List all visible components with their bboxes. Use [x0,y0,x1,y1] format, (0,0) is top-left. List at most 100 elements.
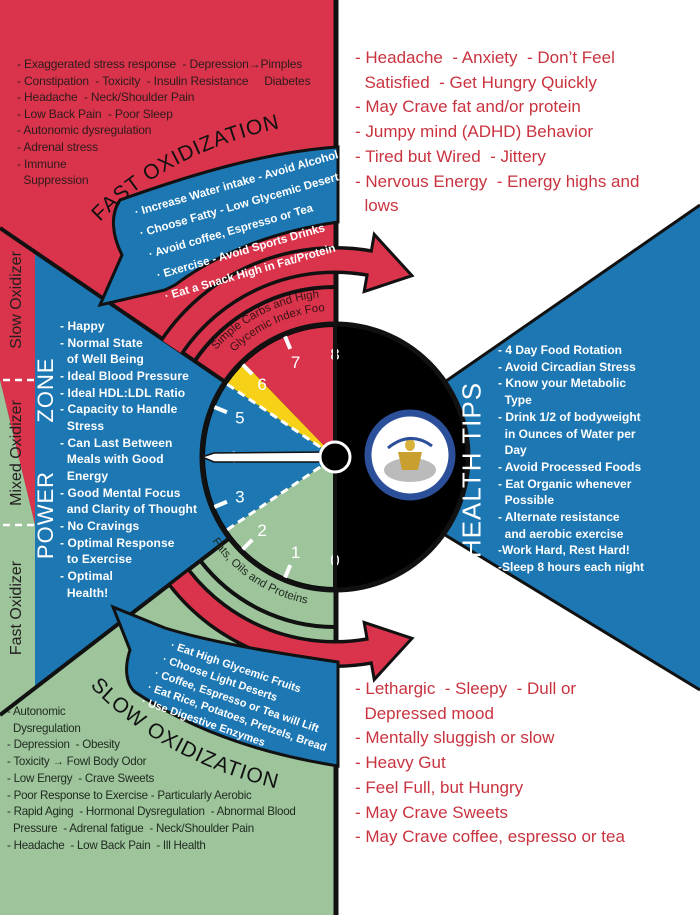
symptom-line: - Toxicity → Fowl Body Odor [7,755,147,769]
effect-line: Satisfied - Get Hungry Quickly [355,72,597,92]
health-tip-line: Type [498,393,532,408]
fast-arrow [162,249,374,353]
power-zone-line: Meals with Good [60,452,164,467]
dial-sector-fast [244,327,335,457]
dial-tick [240,362,254,376]
health-tip-line: -Work Hard, Rest Hard! [498,543,630,558]
fast-oxidizer-label: Fast Oxidizer [8,560,25,656]
symptom-line: - Autonomic dysregulation [17,123,152,138]
oxidizer-strip [0,228,35,715]
symptom-line: - Rapid Aging - Hormonal Dysregulation -… [7,805,296,819]
slow-oxidizer-label: Slow Oxidizer [8,251,25,349]
symptom-line: Suppression [17,173,89,188]
health-tips-list: - 4 Day Food Rotation - Avoid Circadian S… [498,342,644,576]
health-tip-line: - Avoid Processed Foods [498,459,642,474]
dial-hub [318,440,352,474]
dial-tick-label: 1 [291,543,300,562]
fast-oxidization-symptoms: - Exaggerated stress response - Depressi… [17,56,311,189]
symptom-line: Pressure - Adrenal fatigue - Neck/Should… [7,821,254,835]
slow-tips-bubble [110,604,340,768]
label-band-arc-top [192,285,336,364]
effect-line: - May Crave Sweets [355,802,509,822]
effect-line: - Mentally sluggish or slow [355,728,555,748]
dial-tick-label: 5 [235,409,244,428]
dial-needle [199,451,336,463]
arc-bands [160,231,415,683]
effect-line: - May Crave coffee, espresso or tea [355,827,625,847]
symptom-line: - Immune [17,156,67,171]
effect-line: lows [355,196,399,216]
symptom-line: - Low Back Pain - Poor Sleep [17,106,173,121]
dial-tick [213,499,228,509]
slow-arrow [171,571,374,665]
effect-line: - Jumpy mind (ADHD) Behavior [355,122,594,142]
dial-zone-divider [226,465,321,531]
health-tip-line: - Know your Metabolic [498,376,627,391]
mixed-oxidizer-label: Mixed Oxidizer [8,400,25,506]
dial-tick-label: 7 [291,353,300,372]
power-zone-line: Health! [60,585,109,600]
power-zone-line: - Can Last Between [60,435,173,450]
health-tip-line: - Eat Organic whenever [498,476,632,491]
health-tip-line: - Avoid Circadian Stress [498,359,636,374]
health-tip-line: Day [498,443,527,458]
dial-tick-label: 2 [257,521,266,540]
effect-line: - Lethargic - Sleepy - Dull or [355,679,577,698]
effect-line: - Headache - Anxiety - Don’t Feel [355,48,615,67]
power-zone-line: - Happy [60,319,105,333]
health-tip-line: - Alternate resistance [498,510,620,525]
effect-line: Depressed mood [355,703,494,723]
symptom-line: - Depression - Obesity [7,738,120,752]
power-zone-line: - Normal State [60,335,143,350]
dial-zone-divider [226,383,321,449]
health-tips-region [335,205,700,690]
power-zone-title-power: POWER [33,470,58,560]
power-zone-line: to Exercise [60,552,133,567]
power-zone-line: - Ideal Blood Pressure [60,368,189,383]
power-zone-line: Energy [60,468,109,483]
label-band-arc-bottom [199,560,336,629]
health-tip-line: - 4 Day Food Rotation [498,343,622,357]
symptom-line: - Headache - Low Back Pain - Ill Health [7,838,206,852]
fast-oxidization-effects: - Headache - Anxiety - Don’t Feel Satisf… [355,46,639,219]
symptom-line: - Autonomic [7,705,66,718]
symptom-line: - Constipation - Toxicity - Insulin Resi… [17,73,311,88]
symptom-line: - Headache - Neck/Shoulder Pain [17,90,195,105]
dial-tick-label: 3 [235,487,244,506]
dial-tick [240,538,254,552]
health-tip-line: - Drink 1/2 of bodyweight [498,409,641,424]
power-zone-line: - Optimal [60,568,113,583]
symptom-line: - Adrenal stress [17,139,98,154]
symptom-line: Dysregulation [7,721,81,735]
fast-tips-bubble [97,145,340,308]
power-zone-line: - Optimal Response [60,535,175,550]
symptom-line: - Exaggerated stress response - Depressi… [17,57,303,71]
effect-line: - Tired but Wired - Jittery [355,146,546,166]
effect-line: - Feel Full, but Hungry [355,777,524,797]
dial-tick [283,335,293,350]
dial-sector-highlight [227,363,335,457]
power-zone-line: and Clarity of Thought [60,502,198,517]
power-zone-line: - Capacity to Handle [60,402,178,417]
oxidization-dial: 012345678 [199,321,471,593]
power-zone-line: - Ideal HDL:LDL Ratio [60,385,186,400]
dial-tick [213,405,228,415]
slow-oxidization-effects: - Lethargic - Sleepy - Dull or Depressed… [355,677,625,850]
chek-logo: C.H.E.K INSTITUTE [364,409,456,501]
dial-tick-label: 6 [257,375,266,394]
power-zone-line: - Good Mental Focus [60,485,181,500]
symptom-line: - Low Energy - Crave Sweets [7,771,154,785]
health-tip-line: and aerobic exercise [498,526,624,541]
symptom-line: - Poor Response to Exercise - Particular… [7,788,252,802]
power-zone-region [0,228,335,715]
health-tip-line: Possible [498,493,555,508]
effect-line: - Heavy Gut [355,753,446,773]
effect-line: - May Crave fat and/or protein [355,97,581,117]
power-zone-line: - No Cravings [60,518,140,533]
dial-sector-slow [227,457,335,587]
dial-tick [283,564,293,579]
health-tip-line: -Sleep 8 hours each night [498,560,645,575]
health-tip-line: in Ounces of Water per [498,426,636,441]
slow-oxidization-symptoms: - Autonomic Dysregulation - Depression - … [7,704,296,854]
